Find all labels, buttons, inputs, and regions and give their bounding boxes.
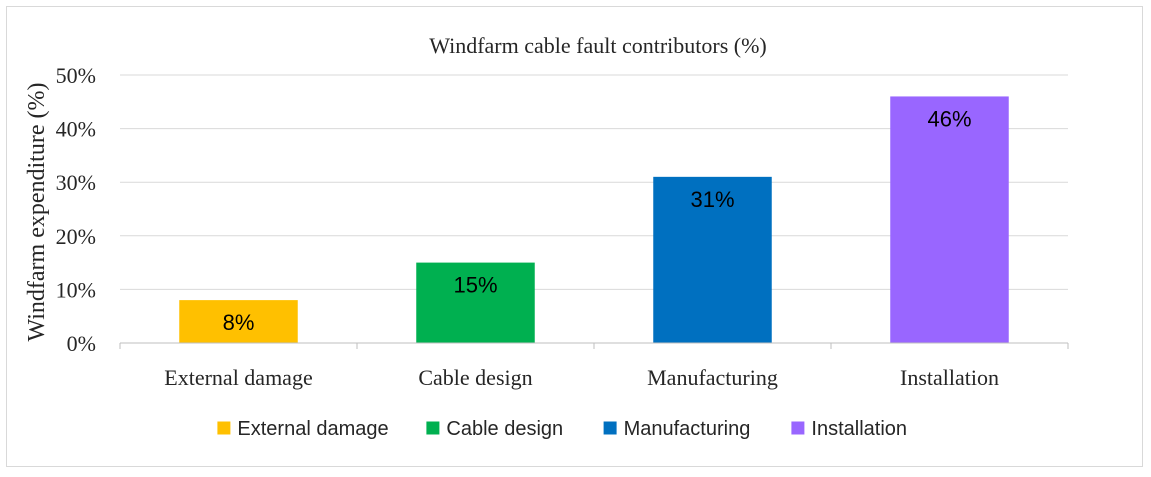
y-tick-label: 0% (67, 331, 96, 356)
bar-cable-design (416, 262, 535, 343)
bar-external-damage (179, 300, 298, 343)
data-labels: 8% 15% 31% 46% (223, 106, 972, 335)
y-tick-label: 20% (56, 224, 96, 249)
legend-swatch (426, 421, 440, 435)
x-tick-labels: External damage Cable design Manufacturing… (164, 365, 999, 390)
x-tick-label: Manufacturing (647, 365, 778, 390)
legend-label: Installation (811, 418, 907, 440)
x-tick-label: External damage (164, 365, 312, 390)
data-label: 8% (223, 310, 255, 335)
bars (179, 96, 1009, 343)
legend: External damage Cable design Manufacturing… (217, 418, 907, 440)
legend-label: External damage (237, 418, 388, 440)
x-tick-label: Cable design (418, 365, 532, 390)
y-tick-label: 30% (56, 170, 96, 195)
bar-manufacturing (653, 176, 772, 343)
chart-title: Windfarm cable fault contributors (%) (429, 33, 767, 58)
data-label: 15% (453, 273, 497, 298)
data-label: 46% (927, 106, 971, 131)
x-tick-label: Installation (900, 365, 999, 390)
y-tick-label: 40% (56, 117, 96, 142)
legend-label: Manufacturing (624, 418, 751, 440)
legend-swatch (791, 421, 805, 435)
bar-installation (890, 96, 1009, 343)
y-axis-label: Windfarm expenditure (%) (24, 83, 50, 342)
legend-swatch (603, 421, 617, 435)
y-tick-label: 10% (56, 277, 96, 302)
y-tick-labels: 0% 10% 20% 30% 40% 50% (56, 63, 96, 356)
legend-swatch (217, 421, 231, 435)
x-axis (119, 342, 1069, 349)
y-tick-label: 50% (56, 63, 96, 88)
data-label: 31% (690, 187, 734, 212)
legend-label: Cable design (446, 418, 563, 440)
